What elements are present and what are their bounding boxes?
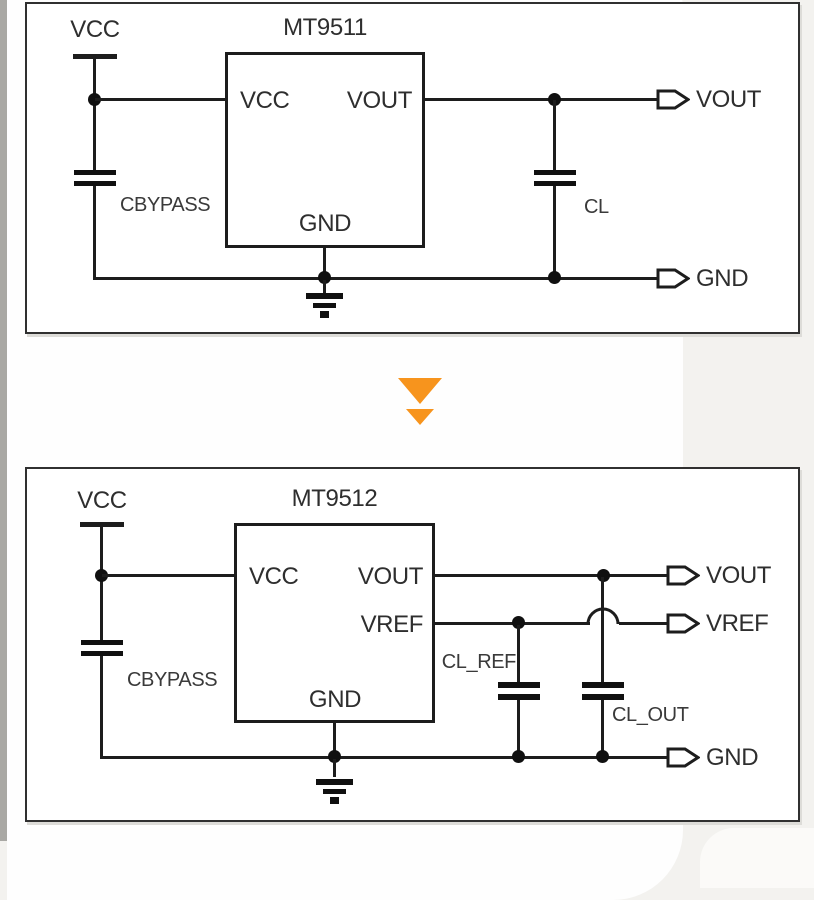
wire-vcc-to-chip <box>102 574 236 577</box>
wire-cl-bottom <box>553 186 556 280</box>
pin-label-vcc: VCC <box>240 87 290 114</box>
wire-cbypass-to-ground <box>100 656 103 759</box>
ground-symbol <box>323 789 346 794</box>
junction-dot <box>548 271 561 284</box>
ground-symbol <box>316 779 353 785</box>
junction-dot <box>88 93 101 106</box>
ground-symbol <box>323 280 326 293</box>
cbypass-capacitor-plate <box>74 170 116 175</box>
terminal-arrow-icon <box>666 747 700 768</box>
ground-symbol <box>320 311 329 318</box>
wire-cl-top <box>553 100 556 170</box>
pin-label-vout: VOUT <box>346 87 412 114</box>
clref-label: CL_REF <box>441 651 517 673</box>
cbypass-capacitor-plate <box>74 181 116 186</box>
cl-label: CL <box>584 196 609 218</box>
terminal-label-gnd: GND <box>706 744 759 771</box>
junction-dot <box>95 569 108 582</box>
pin-label-gnd: GND <box>298 210 352 237</box>
ic-title: MT9511 <box>283 14 367 41</box>
junction-dot <box>597 569 610 582</box>
background-corner <box>700 828 814 888</box>
junction-dot <box>328 750 341 763</box>
cbypass-label: CBYPASS <box>127 669 218 691</box>
wire-gnd-pin <box>323 245 326 279</box>
vcc-rail-bar <box>80 522 124 527</box>
clout-capacitor-plate <box>582 694 624 700</box>
wire-vcc-to-chip <box>95 98 227 101</box>
double-chevron-down-icon <box>398 378 442 425</box>
wire-vout <box>425 98 658 101</box>
terminal-label-vout: VOUT <box>706 562 772 589</box>
junction-dot <box>318 271 331 284</box>
cl-capacitor-plate <box>534 181 576 186</box>
vcc-rail-label: VCC <box>77 487 127 514</box>
wire-vref-right <box>619 622 668 625</box>
wire-clref-bottom <box>517 700 520 758</box>
vcc-rail-label: VCC <box>70 16 120 43</box>
clout-label: CL_OUT <box>612 704 689 726</box>
cbypass-label: CBYPASS <box>120 194 211 216</box>
wire-ground-bus <box>93 277 658 280</box>
clout-capacitor-plate <box>582 682 624 688</box>
wire-vout <box>435 574 668 577</box>
wire-vcc-drop <box>100 525 103 640</box>
pin-label-vout: VOUT <box>357 563 423 590</box>
page-edge-strip <box>0 0 7 841</box>
clref-capacitor-plate <box>498 694 540 700</box>
junction-dot <box>512 750 525 763</box>
wire-clref-top <box>517 625 520 682</box>
ground-symbol <box>330 797 339 804</box>
junction-dot <box>548 93 561 106</box>
ic-title: MT9512 <box>291 485 378 512</box>
terminal-arrow-icon <box>666 565 700 586</box>
cl-capacitor-plate <box>534 170 576 175</box>
wire-cbypass-to-ground <box>93 186 96 280</box>
terminal-label-gnd: GND <box>696 265 749 292</box>
pin-label-vref: VREF <box>360 611 424 638</box>
ground-symbol <box>306 293 343 299</box>
pin-label-gnd: GND <box>308 686 362 713</box>
vcc-rail-bar <box>73 54 117 59</box>
terminal-arrow-icon <box>666 613 700 634</box>
cbypass-capacitor-plate <box>81 640 123 645</box>
terminal-label-vout: VOUT <box>696 86 762 113</box>
terminal-arrow-icon <box>656 268 690 289</box>
junction-dot <box>512 616 525 629</box>
ground-symbol <box>313 303 336 308</box>
pin-label-vcc: VCC <box>249 563 299 590</box>
wire-ground-bus <box>100 756 668 759</box>
cbypass-capacitor-plate <box>81 651 123 656</box>
ground-symbol <box>333 759 336 777</box>
wire-gnd-pin <box>333 720 336 758</box>
terminal-label-vref: VREF <box>706 610 769 637</box>
junction-dot <box>596 750 609 763</box>
wire-vcc-drop <box>93 57 96 171</box>
terminal-arrow-icon <box>656 89 690 110</box>
wire-clout-bottom <box>601 700 604 758</box>
ic-body-mt9512 <box>234 523 435 723</box>
clref-capacitor-plate <box>498 682 540 688</box>
wire-clout-top <box>601 577 604 682</box>
